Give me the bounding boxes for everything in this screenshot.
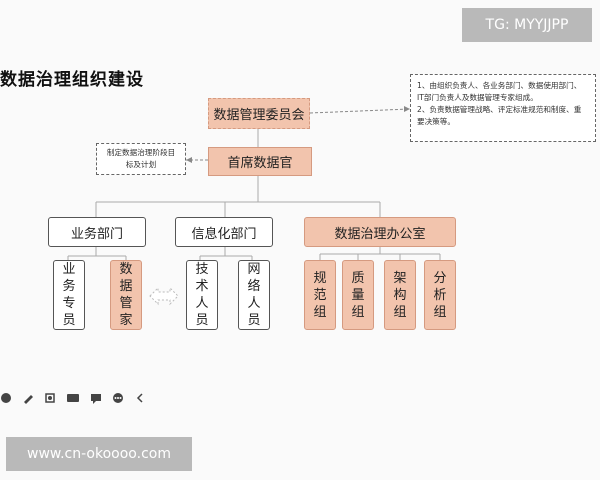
more-icon[interactable] xyxy=(112,392,124,404)
char: 组 xyxy=(393,304,407,320)
watermark-bottom: www.cn-okoooo.com xyxy=(6,437,192,471)
cdo-note: 制定数据治理阶段目 标及计划 xyxy=(96,143,186,175)
char: 质 xyxy=(351,270,365,286)
char: 技 xyxy=(195,262,209,277)
char: 组 xyxy=(351,304,365,320)
analysis-group-box: 分 析 组 xyxy=(424,260,456,330)
pen-icon[interactable] xyxy=(0,392,12,404)
char: 人 xyxy=(247,296,261,311)
cdo-note-line: 制定数据治理阶段目 xyxy=(106,148,176,157)
char: 量 xyxy=(351,287,365,303)
arch-group-box: 架 构 组 xyxy=(384,260,416,330)
cdo-box: 首席数据官 xyxy=(208,147,312,176)
char: 管 xyxy=(119,296,133,311)
committee-note-line: 要决策等。 xyxy=(417,117,455,126)
committee-note: 1、由组织负责人、各业务部门、数据使用部门、 IT部门负责人及数据管理专家组成。… xyxy=(410,74,596,142)
collapse-icon[interactable] xyxy=(134,392,146,404)
business-dept-box: 业务部门 xyxy=(48,217,146,247)
char: 据 xyxy=(119,279,133,294)
char: 务 xyxy=(62,279,76,294)
char: 人 xyxy=(195,296,209,311)
char: 范 xyxy=(313,287,327,303)
office-box: 数据治理办公室 xyxy=(304,217,456,247)
business-expert-box: 业 务 专 员 xyxy=(53,260,85,330)
char: 构 xyxy=(393,287,407,303)
char: 组 xyxy=(433,304,447,320)
committee-note-line: 1、由组织负责人、各业务部门、数据使用部门、 xyxy=(417,81,582,90)
char: 专 xyxy=(62,296,76,311)
quality-group-box: 质 量 组 xyxy=(342,260,374,330)
player-toolbar xyxy=(0,392,146,404)
char: 络 xyxy=(247,279,261,294)
comment-icon[interactable] xyxy=(90,392,102,404)
double-arrow-icon xyxy=(149,286,179,306)
network-staff-box: 网 络 人 员 xyxy=(238,260,270,330)
char: 术 xyxy=(195,279,209,294)
pencil-icon[interactable] xyxy=(22,392,34,404)
char: 家 xyxy=(119,313,133,328)
char: 网 xyxy=(247,262,261,277)
char: 员 xyxy=(62,313,76,328)
spec-group-box: 规 范 组 xyxy=(304,260,336,330)
char: 员 xyxy=(195,313,209,328)
committee-note-line: 2、负责数据管理战略、评定标准规范和制度、重 xyxy=(417,105,582,114)
cdo-note-line: 标及计划 xyxy=(125,160,157,169)
tech-staff-box: 技 术 人 员 xyxy=(186,260,218,330)
char: 规 xyxy=(313,270,327,286)
watermark-top: TG: MYYJJPP xyxy=(462,8,592,42)
video-icon[interactable] xyxy=(66,392,80,404)
char: 员 xyxy=(247,313,261,328)
screenshot-icon[interactable] xyxy=(44,392,56,404)
char: 析 xyxy=(433,287,447,303)
page-title: 数据治理组织建设 xyxy=(0,70,144,90)
data-steward-box: 数 据 管 家 xyxy=(110,260,142,330)
char: 架 xyxy=(393,270,407,286)
char: 业 xyxy=(62,262,76,277)
committee-note-line: IT部门负责人及数据管理专家组成。 xyxy=(417,93,538,102)
char: 组 xyxy=(313,304,327,320)
char: 分 xyxy=(433,270,447,286)
it-dept-box: 信息化部门 xyxy=(175,217,273,247)
char: 数 xyxy=(119,262,133,277)
committee-box: 数据管理委员会 xyxy=(208,98,310,129)
